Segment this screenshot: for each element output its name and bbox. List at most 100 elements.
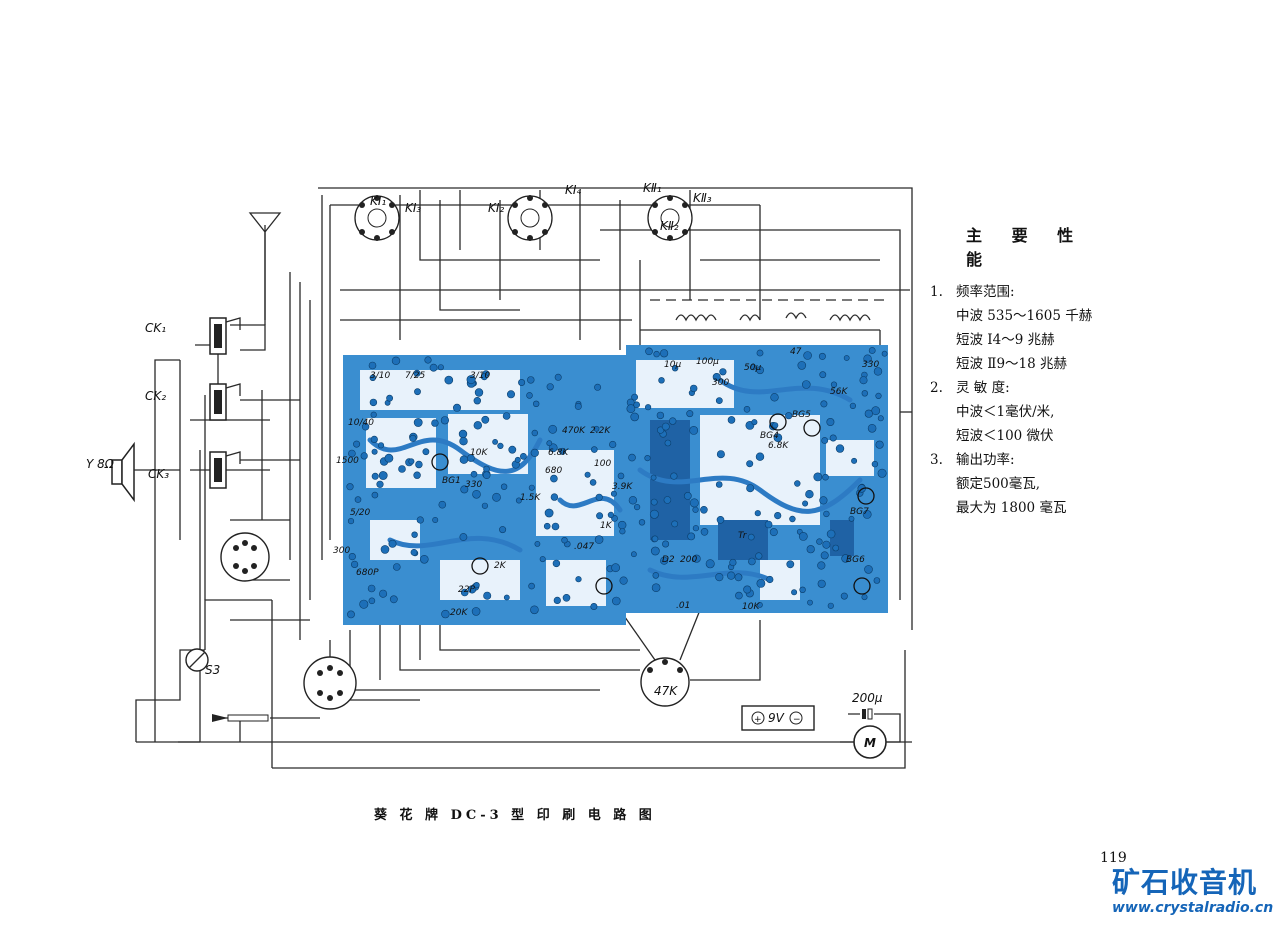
pcb-pad (843, 355, 850, 361)
spec-number: 3. (930, 452, 943, 468)
pcb-pad (416, 516, 424, 524)
pcb-pad (871, 460, 879, 468)
component-label: 3/10 (370, 371, 390, 381)
pcb-pad (413, 471, 421, 479)
pcb-pad (819, 371, 827, 379)
pcb-pad (514, 456, 521, 463)
pcb-pad (361, 423, 370, 431)
pcb-pad (414, 388, 421, 396)
pcb-pad (413, 369, 421, 377)
svg-text:+: + (754, 715, 762, 725)
pcb-pad (459, 533, 468, 541)
pcb-pad (438, 500, 447, 509)
pcb-pad (789, 515, 796, 523)
pcb-pad (700, 527, 709, 536)
label-ki3: KI₃ (405, 201, 421, 215)
component-label: 7/25 (405, 371, 425, 381)
component-label: 3.9K (612, 482, 633, 492)
pcb-pad (413, 418, 423, 427)
pcb-pad (377, 442, 385, 449)
component-label: 20K (450, 608, 468, 618)
pcb-pad (452, 403, 461, 412)
pcb-pad (785, 412, 793, 420)
pcb-pad (630, 412, 640, 422)
spec-label: 输出功率: (956, 452, 1015, 468)
pcb-pad (766, 575, 774, 584)
component-label: 2K (494, 561, 507, 571)
component-label: BG5 (792, 410, 811, 420)
component-label: BG6 (846, 555, 865, 565)
label-kii2: KⅡ₂ (660, 219, 679, 233)
pcb-pad (422, 448, 430, 456)
pcb-pad (619, 528, 626, 535)
pcb-pad (391, 356, 401, 365)
pcb-pad (802, 500, 809, 507)
spec-item: 3.输出功率: 额定500毫瓦, 最大为 1800 毫瓦 (930, 448, 1130, 520)
pcb-pad (683, 491, 692, 500)
pcb-pad (548, 424, 558, 434)
label-battery: 9V (768, 711, 785, 725)
component-label: 300 (333, 546, 350, 556)
pcb-pad (651, 583, 661, 593)
pcb-pad (508, 445, 517, 454)
motor-icon (840, 708, 901, 759)
component-label: D2 (662, 555, 675, 565)
pcb-pad (820, 400, 828, 408)
battery-icon: + − (741, 705, 815, 731)
pcb-pad (554, 373, 562, 381)
pcb-pad (650, 498, 658, 506)
pcb-pad (388, 539, 397, 548)
pcb-pad (370, 435, 378, 444)
pcb-pad (832, 544, 840, 552)
pcb-pad (705, 559, 715, 569)
pcb-pad (692, 506, 699, 513)
pcb-pad (644, 404, 652, 411)
component-label: 300 (712, 378, 729, 388)
component-label: 22P (458, 585, 475, 595)
pcb-pad (628, 453, 636, 462)
pcb-pad (518, 378, 526, 386)
pcb-pad (791, 589, 798, 596)
pcb-pad (668, 417, 677, 425)
pcb-pad (548, 443, 558, 453)
pcb-pad (755, 552, 763, 560)
spec-line: 中波 535～1605 千赫 (956, 308, 1093, 324)
spec-item: 1.频率范围: 中波 535～1605 千赫 短波 Ⅰ4～9 兆赫 短波 Ⅱ9～… (930, 280, 1130, 376)
pcb-pad (558, 447, 566, 455)
pcb-pad (772, 422, 779, 429)
pcb-pad (527, 376, 535, 384)
pcb-pad (539, 556, 546, 563)
switch-ki-2-icon (507, 195, 553, 241)
pcb-pad (351, 560, 359, 569)
pcb-pad (746, 460, 754, 468)
pcb-pad (473, 581, 480, 589)
pcb-pad (756, 366, 764, 375)
pcb-pad (823, 510, 830, 518)
pcb-pad (543, 522, 551, 530)
component-label: 3/10 (470, 371, 490, 381)
pcb-pad (631, 551, 637, 558)
pcb-pad (371, 472, 379, 480)
pcb-pad (727, 416, 736, 424)
pcb-pad (689, 498, 699, 508)
pcb-pad (626, 404, 636, 414)
antenna-icon (248, 212, 282, 320)
pcb-pad (849, 402, 857, 410)
pcb-pad (346, 483, 354, 491)
component-label: 50μ (744, 363, 761, 373)
pcb-pad (670, 472, 678, 480)
pcb-pad (544, 508, 554, 518)
potentiometer-icon (640, 657, 690, 707)
pcb-pad (813, 472, 823, 482)
component-label: 330 (465, 480, 482, 490)
pcb-pad (482, 471, 491, 480)
pcb-pad (546, 383, 554, 391)
pcb-pad (429, 363, 438, 372)
component-label: 680P (356, 568, 379, 578)
pcb-pad (660, 556, 669, 565)
pcb-pad (348, 449, 356, 458)
component-label: BG1 (442, 476, 461, 486)
pcb-pad (460, 588, 469, 597)
pcb-pad (859, 376, 868, 385)
